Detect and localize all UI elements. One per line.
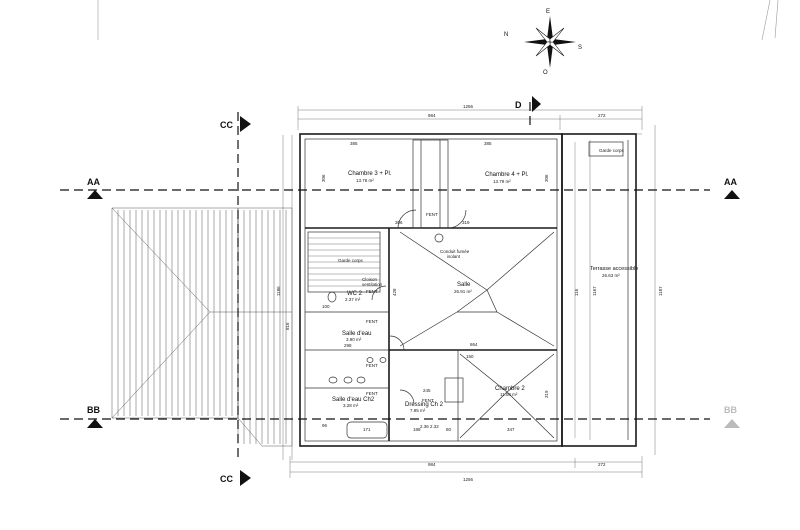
svg-text:1186: 1186 xyxy=(276,286,281,296)
svg-text:272: 272 xyxy=(598,113,606,118)
edge-marks xyxy=(97,0,779,41)
svg-text:385: 385 xyxy=(484,141,492,146)
walls xyxy=(299,133,637,447)
room-terrasse-area: 26.63 m² xyxy=(602,273,620,278)
svg-text:Conduit fumée: Conduit fumée xyxy=(440,249,470,254)
svg-text:BB: BB xyxy=(87,405,100,415)
svg-text:298: 298 xyxy=(344,343,352,348)
svg-text:D: D xyxy=(515,100,522,110)
svg-text:FENT: FENT xyxy=(366,363,378,368)
room-labels: Chambre 3 + Pl. 13.76 m² Chambre 4 + Pl.… xyxy=(332,171,638,413)
roof-hatch xyxy=(111,207,293,447)
svg-text:188: 188 xyxy=(413,427,421,432)
svg-text:385: 385 xyxy=(350,141,358,146)
svg-text:80: 80 xyxy=(446,427,452,432)
svg-text:FENT: FENT xyxy=(426,212,438,217)
room-chambre2-name: Chambre 2 xyxy=(495,386,525,392)
svg-text:306: 306 xyxy=(321,174,326,182)
room-chambre4-area: 13.79 m² xyxy=(493,179,511,184)
svg-text:Cloison: Cloison xyxy=(362,277,378,282)
compass-n: N xyxy=(504,32,508,38)
section-marker-aa-left: AA xyxy=(87,177,103,199)
svg-text:272: 272 xyxy=(598,462,606,467)
room-chambre3-area: 13.76 m² xyxy=(356,178,374,183)
svg-text:BB: BB xyxy=(724,405,737,415)
svg-text:1256: 1256 xyxy=(463,477,474,482)
svg-text:AA: AA xyxy=(87,177,100,187)
svg-text:306: 306 xyxy=(395,220,403,225)
svg-text:116: 116 xyxy=(574,288,579,296)
room-salle-area: 26.91 m² xyxy=(454,289,472,294)
svg-text:1187: 1187 xyxy=(658,286,663,296)
room-salle-eau-name: Salle d'eau xyxy=(342,331,372,337)
svg-text:984: 984 xyxy=(428,462,436,467)
svg-text:171: 171 xyxy=(363,427,371,432)
svg-text:FENT: FENT xyxy=(366,289,378,294)
svg-text:100: 100 xyxy=(322,304,330,309)
section-marker-cc-top: CC xyxy=(220,116,251,132)
section-marker-bb-left: BB xyxy=(87,405,103,428)
compass-o: O xyxy=(543,70,548,76)
annotations: Garde corps Garde corps Conduit fumée is… xyxy=(338,148,625,403)
room-wc2-area: 2.37 m² xyxy=(345,297,361,302)
svg-text:1256: 1256 xyxy=(463,104,474,109)
section-marker-cc-bottom: CC xyxy=(220,470,251,486)
svg-text:Garde corps: Garde corps xyxy=(599,148,625,153)
room-chambre3-name: Chambre 3 + Pl. xyxy=(348,171,392,177)
room-sde-ch2-area: 3.28 m² xyxy=(343,403,359,408)
svg-text:347: 347 xyxy=(507,427,515,432)
dimension-labels: 1256 984 272 1256 984 272 385 385 864 17… xyxy=(322,104,606,482)
room-wc2-name: WC 2 xyxy=(347,291,363,297)
room-chambre2-area: 11.08 m² xyxy=(500,392,518,397)
room-dressing-area: 7.95 m² xyxy=(410,408,426,413)
svg-text:1167: 1167 xyxy=(592,286,597,296)
svg-text:CC: CC xyxy=(220,474,233,484)
room-salle-name: Salle xyxy=(457,282,471,288)
room-salle-eau-area: 3.90 m² xyxy=(346,337,362,342)
svg-text:FENT: FENT xyxy=(366,319,378,324)
room-chambre4-name: Chambre 4 + Pl. xyxy=(485,172,529,178)
compass-s: S xyxy=(578,45,582,51)
room-sde-ch2-name: Salle d'eau Ch2 xyxy=(332,397,375,403)
svg-text:306: 306 xyxy=(544,174,549,182)
svg-text:CC: CC xyxy=(220,120,233,130)
svg-text:2.36 2.32: 2.36 2.32 xyxy=(420,424,439,429)
svg-text:96: 96 xyxy=(322,423,328,428)
svg-text:319: 319 xyxy=(462,220,470,225)
compass-rose-icon: N E S O xyxy=(504,9,582,76)
room-dressing-name: Dressing Ch 2 xyxy=(405,402,444,408)
vertical-dimension-labels: 1186 816 1187 1167 428 306 306 319 116 xyxy=(276,174,663,398)
svg-text:245: 245 xyxy=(423,388,431,393)
svg-text:984: 984 xyxy=(428,113,436,118)
section-marker-d: D xyxy=(515,96,541,112)
svg-text:AA: AA xyxy=(724,177,737,187)
section-marker-bb-right: BB xyxy=(724,405,740,428)
compass-e: E xyxy=(546,9,550,15)
svg-text:150: 150 xyxy=(466,354,474,359)
section-marker-aa-right: AA xyxy=(724,177,740,199)
room-terrasse-name: Terrasse accessible xyxy=(590,266,638,272)
svg-text:isolant: isolant xyxy=(447,254,461,259)
svg-text:319: 319 xyxy=(544,390,549,398)
svg-text:428: 428 xyxy=(392,288,397,296)
section-lines xyxy=(60,102,710,462)
svg-text:864: 864 xyxy=(470,342,478,347)
svg-text:FENT: FENT xyxy=(422,398,434,403)
svg-text:Garde corps: Garde corps xyxy=(338,258,364,263)
svg-text:816: 816 xyxy=(285,322,290,330)
svg-text:FENT: FENT xyxy=(366,391,378,396)
svg-text:ventilation: ventilation xyxy=(362,282,383,287)
